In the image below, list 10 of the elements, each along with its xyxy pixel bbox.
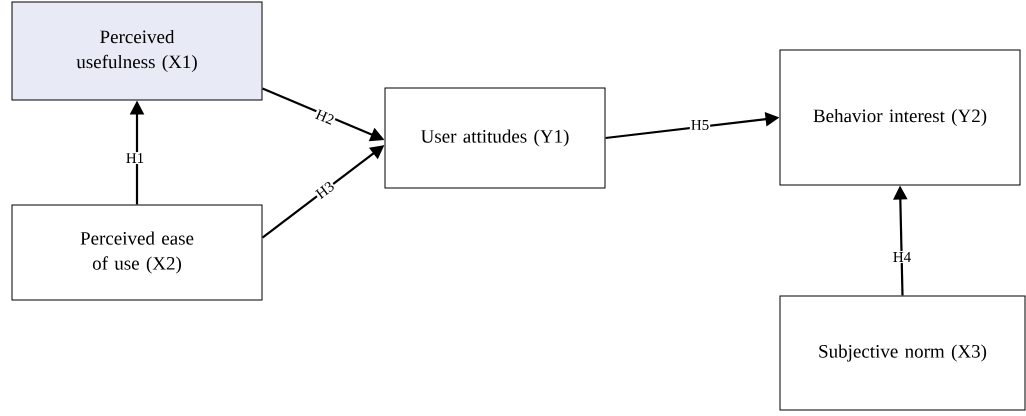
concept-box: Perceived usefulness (X1) [11, 1, 263, 101]
edge-label: H2 [313, 107, 337, 127]
edge-label: H5 [689, 119, 711, 131]
edge-label: H3 [313, 179, 337, 201]
concept-box: Behavior interest (Y2) [779, 49, 1021, 186]
concept-box: Subjective norm (X3) [779, 295, 1026, 411]
edge-label: H1 [124, 152, 146, 164]
concept-box: Perceived ease of use (X2) [11, 204, 263, 301]
concept-box: User attitudes (Y1) [384, 87, 606, 189]
edge-label: H4 [891, 251, 913, 263]
